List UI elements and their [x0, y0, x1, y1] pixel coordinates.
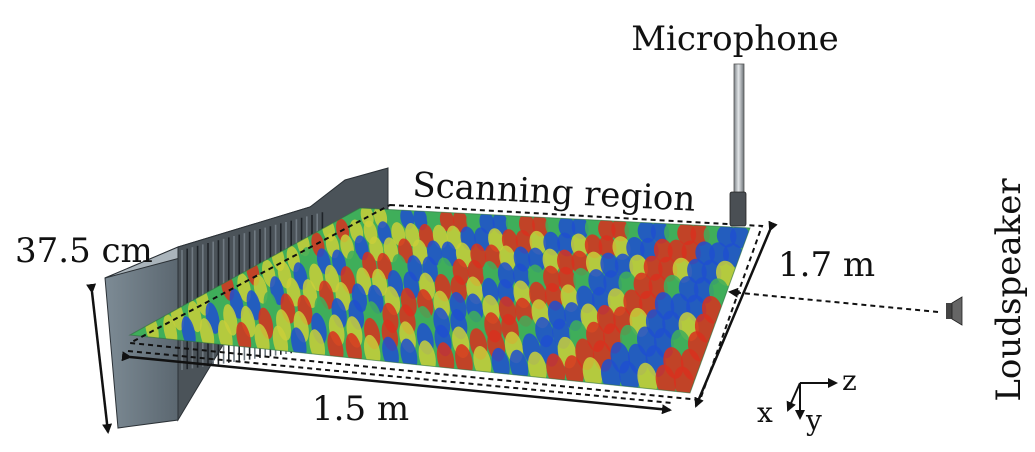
axis-z-label: z — [842, 364, 857, 397]
wave-blob — [466, 210, 482, 234]
width-dimension-arrow — [694, 220, 778, 408]
loudspeaker-icon — [946, 296, 963, 326]
wave-blob — [558, 216, 576, 239]
wave-blob — [673, 366, 695, 393]
wave-blob — [598, 218, 616, 241]
length-label: 1.5 m — [312, 389, 409, 429]
loudspeaker-label: Loudspeaker — [989, 178, 1029, 402]
wave-blob — [557, 249, 575, 275]
wave-blob — [584, 234, 603, 259]
wave-blob — [571, 216, 589, 240]
microphone-body — [729, 191, 747, 227]
wave-blob — [598, 235, 617, 260]
wave-blob — [611, 218, 630, 242]
microphone-pole — [733, 63, 745, 195]
wave-blob — [667, 239, 687, 264]
wave-blob — [453, 210, 468, 233]
scanning-region-label: Scanning region — [412, 165, 697, 220]
wave-blob — [650, 221, 670, 244]
wave-blob — [640, 237, 659, 262]
wave-blob — [624, 219, 643, 243]
axis-x-label: x — [757, 396, 773, 429]
scanning-region-outline — [126, 203, 764, 402]
microphone — [729, 63, 747, 227]
wave-blob — [626, 237, 645, 261]
wave-blob — [653, 238, 673, 263]
axis-y-label: y — [805, 404, 822, 437]
wave-blob — [637, 220, 656, 243]
height-label: 37.5 cm — [15, 231, 153, 271]
height-dimension-arrow — [86, 283, 113, 434]
wave-blob — [570, 233, 589, 258]
microphone-label: Microphone — [631, 19, 839, 59]
wave-blob — [612, 236, 631, 260]
length-dimension-arrow — [121, 351, 672, 415]
wave-blob — [664, 221, 683, 245]
wave-blob — [584, 217, 603, 240]
wave-blob — [677, 222, 697, 246]
axes-indicator: z y x — [757, 364, 857, 437]
source-distance-arrow — [728, 287, 939, 313]
width-label: 1.7 m — [778, 245, 875, 285]
